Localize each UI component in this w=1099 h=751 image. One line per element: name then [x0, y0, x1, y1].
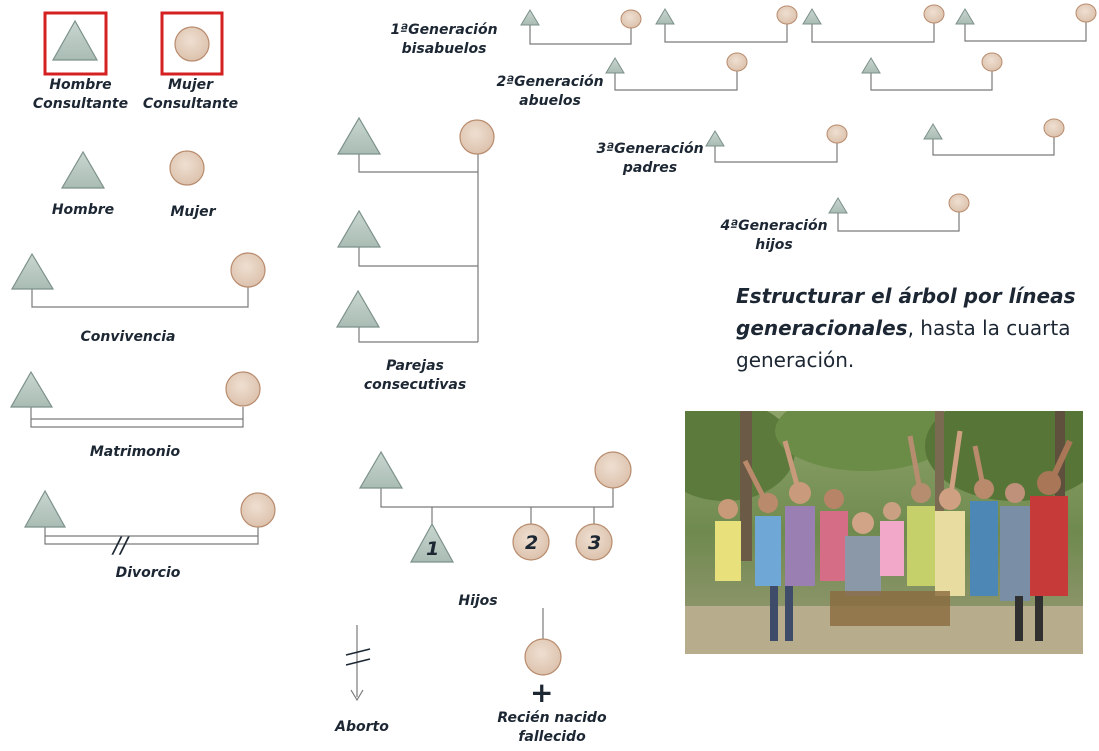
legend-hombre-triangle-icon: [60, 150, 106, 189]
headline-text: Estructurar el árbol por líneas generaci…: [736, 280, 1086, 376]
matrimonio-symbol: [9, 370, 261, 428]
divorce-mark: //: [111, 534, 130, 559]
circle-woman-icon: [230, 252, 266, 288]
triangle-man-icon: [358, 450, 404, 489]
child-number-1: 1: [426, 538, 439, 560]
triangle-man-icon: [335, 289, 381, 328]
label-matrimonio: Matrimonio: [89, 444, 181, 460]
circle-woman-icon: [524, 638, 562, 676]
circle-woman-icon: [225, 371, 261, 407]
label-generation-2: 2ªGeneración abuelos: [496, 74, 604, 109]
triangle-man-icon: [23, 489, 67, 528]
generation-4-couple: [828, 193, 970, 232]
child-3-circle-icon: [575, 523, 613, 561]
convivencia-symbol: [10, 252, 266, 308]
hijos-diagram: 1 2 3: [358, 450, 632, 563]
label-convivencia: Convivencia: [80, 329, 176, 345]
highlight-box: [43, 11, 108, 76]
child-number-3: 3: [588, 532, 601, 554]
label-recien-nacido-fallecido: Recién nacido fallecido: [497, 710, 607, 745]
label-generation-3: 3ªGeneración padres: [596, 141, 704, 176]
child-2-circle-icon: [512, 523, 550, 561]
triangle-man-icon: [10, 252, 55, 290]
label-mujer-consultante: Mujer Consultante: [142, 77, 239, 112]
label-parejas-consecutivas: Parejas consecutivas: [363, 358, 467, 393]
label-aborto: Aborto: [335, 719, 389, 735]
highlight-box: [160, 11, 224, 76]
parejas-consecutivas-diagram: [335, 116, 495, 343]
headline-rest: , hasta la cuarta generación.: [736, 316, 1071, 372]
aborto-symbol: [345, 625, 371, 702]
circle-woman-icon: [240, 492, 276, 528]
legend-mujer-consultante: [160, 11, 224, 76]
child-number-2: 2: [525, 532, 538, 554]
circle-woman-icon: [174, 26, 210, 62]
label-divorcio: Divorcio: [115, 565, 181, 581]
legend-mujer-circle-icon: [169, 150, 205, 186]
legend-hombre-consultante: [43, 11, 108, 76]
recien-nacido-fallecido-symbol: +: [524, 608, 562, 709]
generation-1-couples: [520, 3, 1097, 45]
triangle-man-icon: [336, 116, 382, 155]
triangle-man-icon: [336, 209, 382, 248]
label-mujer: Mujer: [170, 204, 216, 220]
label-hombre: Hombre: [51, 202, 115, 218]
circle-woman-icon: [594, 451, 632, 489]
generation-2-couples: [605, 52, 1003, 91]
family-group-photo: [685, 411, 1083, 654]
triangle-man-icon: [9, 370, 54, 408]
label-generation-4: 4ªGeneración hijos: [720, 218, 828, 253]
divorcio-symbol: //: [23, 489, 276, 559]
generation-3-couples: [705, 118, 1065, 163]
label-hombre-consultante: Hombre Consultante: [32, 77, 129, 112]
label-hijos: Hijos: [458, 593, 498, 609]
headline-emphasis: Estructurar el árbol por líneas generaci…: [736, 284, 1076, 340]
triangle-man-icon: [51, 19, 99, 61]
circle-woman-icon: [459, 119, 495, 155]
child-1-triangle-icon: [409, 522, 455, 563]
label-generation-1: 1ªGeneración bisabuelos: [390, 22, 498, 57]
cross-mark: +: [530, 676, 553, 709]
